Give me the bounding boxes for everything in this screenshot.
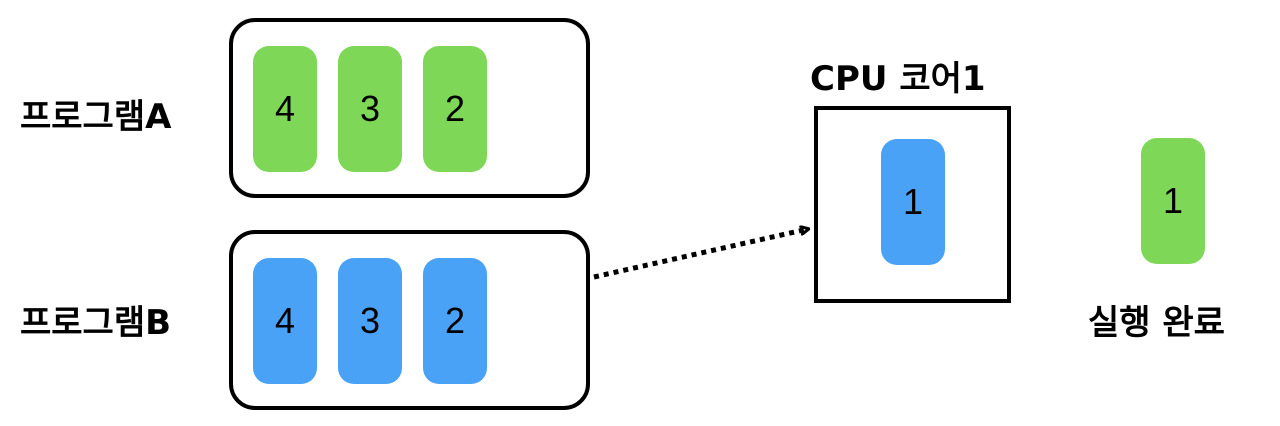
program-b-label: 프로그램B	[20, 303, 172, 343]
program-b-task: 2	[423, 258, 487, 384]
program-b-task: 4	[253, 258, 317, 384]
program-a-task: 3	[338, 46, 402, 172]
program-b-queue: 4 3 2	[229, 230, 590, 410]
program-a-queue: 4 3 2	[229, 18, 590, 198]
program-a-task: 4	[253, 46, 317, 172]
program-a-label: 프로그램A	[20, 97, 172, 137]
program-a-task: 2	[423, 46, 487, 172]
completed-label: 실행 완료	[1088, 303, 1225, 343]
program-b-task: 3	[338, 258, 402, 384]
completed-task: 1	[1141, 138, 1205, 264]
cpu-core-label: CPU 코어1	[810, 59, 986, 99]
cpu-running-task: 1	[881, 139, 945, 265]
cpu-core-box: 1	[814, 106, 1011, 303]
